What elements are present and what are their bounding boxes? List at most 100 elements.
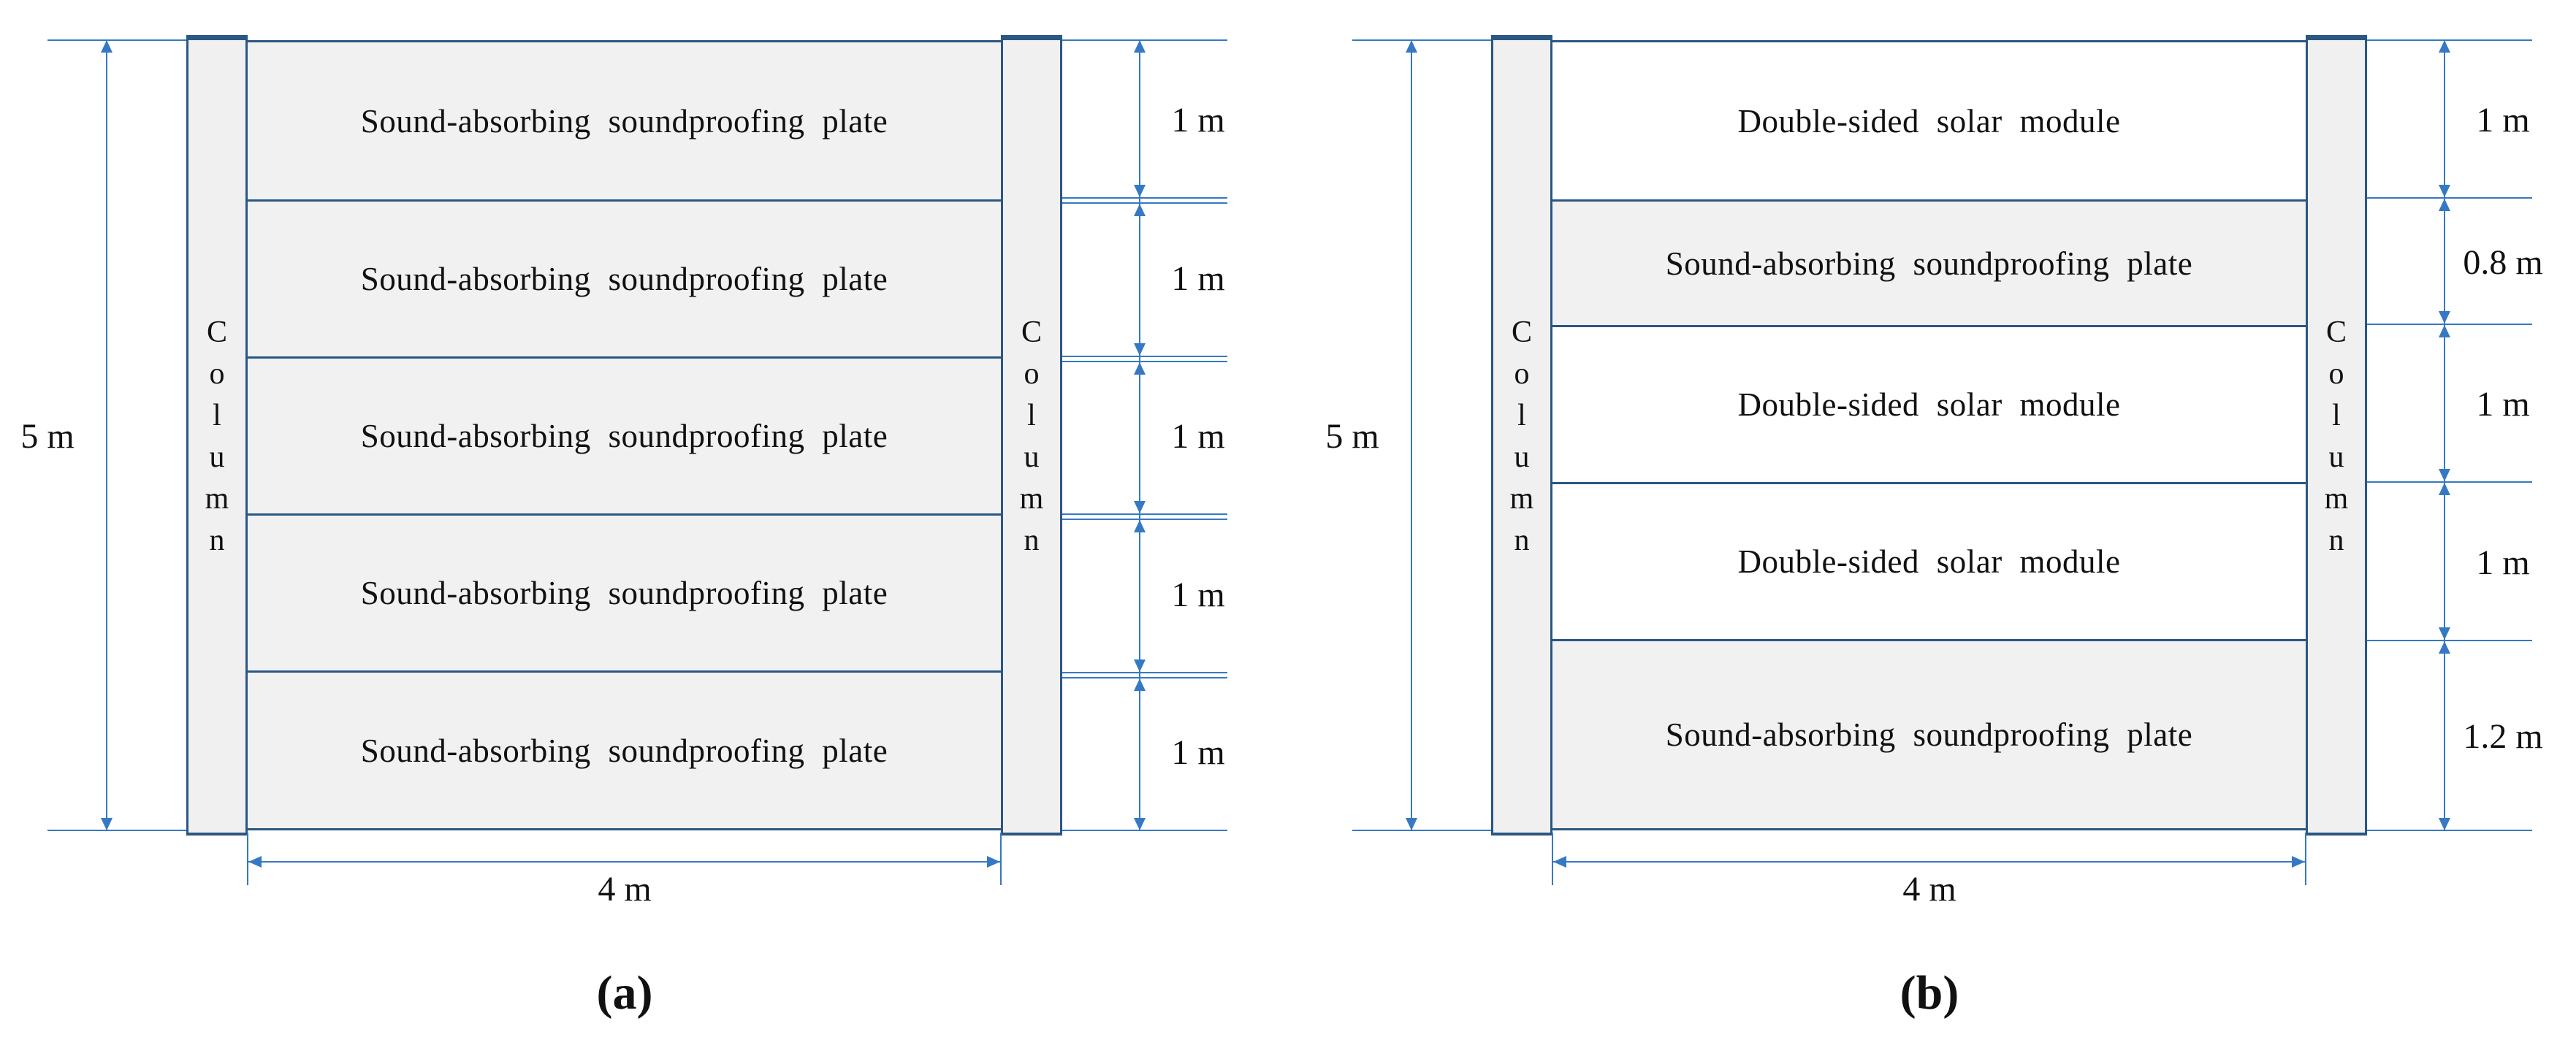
arrow-up-icon xyxy=(2439,199,2450,211)
segment-extension-line xyxy=(1062,513,1227,515)
panel-caption: (a) xyxy=(596,966,653,1020)
height-dimension-line xyxy=(1411,41,1412,830)
segment-extension-line xyxy=(2367,324,2532,325)
column-label: C o l u m n xyxy=(205,315,229,557)
segment-extension-line xyxy=(1062,361,1227,362)
panel-row: Double-sided solar module xyxy=(1552,482,2306,639)
panel-row: Sound-absorbing soundproofing plate xyxy=(248,42,1001,199)
arrow-down-icon xyxy=(1134,501,1146,513)
top-extension-line xyxy=(47,39,187,41)
column-label: C o l u m n xyxy=(1019,315,1044,557)
height-dimension-label: 5 m xyxy=(1325,417,1379,456)
height-dimension-label: 5 m xyxy=(20,417,75,456)
segment-dimension-label: 1 m xyxy=(1171,417,1225,456)
row-label: Sound-absorbing soundproofing plate xyxy=(1665,245,2193,282)
arrow-down-icon xyxy=(2439,311,2450,324)
bottom-extension-line xyxy=(1352,830,1492,831)
panel-row: Sound-absorbing soundproofing plate xyxy=(248,199,1001,356)
panel-row: Sound-absorbing soundproofing plate xyxy=(1552,639,2306,828)
arrow-down-icon xyxy=(2439,469,2450,481)
row-label: Sound-absorbing soundproofing plate xyxy=(360,261,888,297)
arrow-up-icon xyxy=(1134,520,1146,532)
arrow-up-icon xyxy=(1134,40,1146,53)
arrow-up-icon xyxy=(2439,483,2450,495)
segment-extension-line xyxy=(2367,197,2532,199)
arrow-down-icon xyxy=(1134,185,1146,197)
arrow-up-icon xyxy=(2439,641,2450,654)
arrow-left-icon xyxy=(248,856,262,868)
arrow-up-icon xyxy=(2439,325,2450,337)
segment-extension-line xyxy=(1062,202,1227,204)
segment-extension-line xyxy=(2367,830,2532,831)
left-column: C o l u m n xyxy=(186,35,248,836)
segment-extension-line xyxy=(1062,677,1227,678)
width-extension-line xyxy=(1000,833,1002,885)
width-extension-line xyxy=(2305,833,2306,885)
width-dimension-line xyxy=(1553,861,2305,863)
segment-extension-line xyxy=(2367,481,2532,483)
width-extension-line xyxy=(247,833,248,885)
arrow-down-icon xyxy=(1406,818,1417,830)
segment-dimension-label: 1 m xyxy=(1171,259,1225,298)
arrow-up-icon xyxy=(1134,678,1146,691)
segment-dimension-line xyxy=(2444,41,2445,830)
panel-row: Sound-absorbing soundproofing plate xyxy=(248,513,1001,670)
width-dimension-label: 4 m xyxy=(598,870,652,909)
arrow-down-icon xyxy=(2439,818,2450,830)
segment-extension-line xyxy=(1062,519,1227,520)
right-column: C o l u m n xyxy=(1001,35,1062,836)
arrow-down-icon xyxy=(101,818,113,830)
segment-dimension-line xyxy=(1139,41,1140,830)
panel-b: 5 m C o l u m n C o l u m n Double-sided… xyxy=(1305,0,2576,1040)
arrow-left-icon xyxy=(1553,856,1566,868)
width-extension-line xyxy=(1552,833,1553,885)
segment-extension-line xyxy=(1062,356,1227,357)
panel-a: 5 m C o l u m n C o l u m n Sound-absorb… xyxy=(0,0,1271,1040)
segment-dimension-label: 1 m xyxy=(2476,543,2530,582)
left-column: C o l u m n xyxy=(1491,35,1552,836)
arrow-down-icon xyxy=(1134,818,1146,830)
segment-extension-line xyxy=(1062,672,1227,673)
row-label: Double-sided solar module xyxy=(1737,102,2121,139)
bottom-extension-line xyxy=(47,830,187,831)
segment-extension-line xyxy=(1062,830,1227,831)
panel-caption: (b) xyxy=(1899,966,1959,1020)
panel-row: Sound-absorbing soundproofing plate xyxy=(248,670,1001,828)
row-label: Sound-absorbing soundproofing plate xyxy=(1665,716,2193,753)
segment-dimension-label: 1 m xyxy=(1171,576,1225,614)
right-column: C o l u m n xyxy=(2306,35,2367,836)
arrow-up-icon xyxy=(1406,40,1417,53)
arrow-up-icon xyxy=(1134,204,1146,216)
row-label: Sound-absorbing soundproofing plate xyxy=(360,575,888,611)
arrow-up-icon xyxy=(2439,40,2450,53)
arrow-right-icon xyxy=(987,856,1000,868)
barrier-structure: Double-sided solar module Sound-absorbin… xyxy=(1552,40,2306,830)
width-dimension-line xyxy=(248,861,1000,863)
width-dimension-label: 4 m xyxy=(1902,870,1956,909)
row-label: Sound-absorbing soundproofing plate xyxy=(360,418,888,454)
segment-dimension-label: 1 m xyxy=(1171,101,1225,139)
arrow-up-icon xyxy=(1134,362,1146,375)
top-extension-line xyxy=(1352,39,1492,41)
height-dimension-line xyxy=(106,41,107,830)
row-label: Double-sided solar module xyxy=(1737,543,2121,580)
row-label: Sound-absorbing soundproofing plate xyxy=(360,732,888,769)
panel-row: Sound-absorbing soundproofing plate xyxy=(248,356,1001,513)
segment-dimension-label: 1 m xyxy=(2476,101,2530,139)
segment-extension-line xyxy=(1062,197,1227,199)
arrow-right-icon xyxy=(2292,856,2305,868)
row-label: Double-sided solar module xyxy=(1737,386,2121,423)
segment-dimension-label: 1 m xyxy=(1171,733,1225,772)
segment-dimension-label: 0.8 m xyxy=(2463,243,2543,282)
arrow-down-icon xyxy=(1134,659,1146,672)
segment-extension-line xyxy=(2367,640,2532,641)
segment-dimension-label: 1 m xyxy=(2476,385,2530,424)
segment-dimension-label: 1.2 m xyxy=(2463,717,2543,756)
row-label: Sound-absorbing soundproofing plate xyxy=(360,102,888,139)
arrow-down-icon xyxy=(2439,185,2450,197)
arrow-up-icon xyxy=(101,40,113,53)
column-label: C o l u m n xyxy=(1509,315,1534,557)
panel-row: Double-sided solar module xyxy=(1552,42,2306,199)
panel-row: Double-sided solar module xyxy=(1552,325,2306,482)
